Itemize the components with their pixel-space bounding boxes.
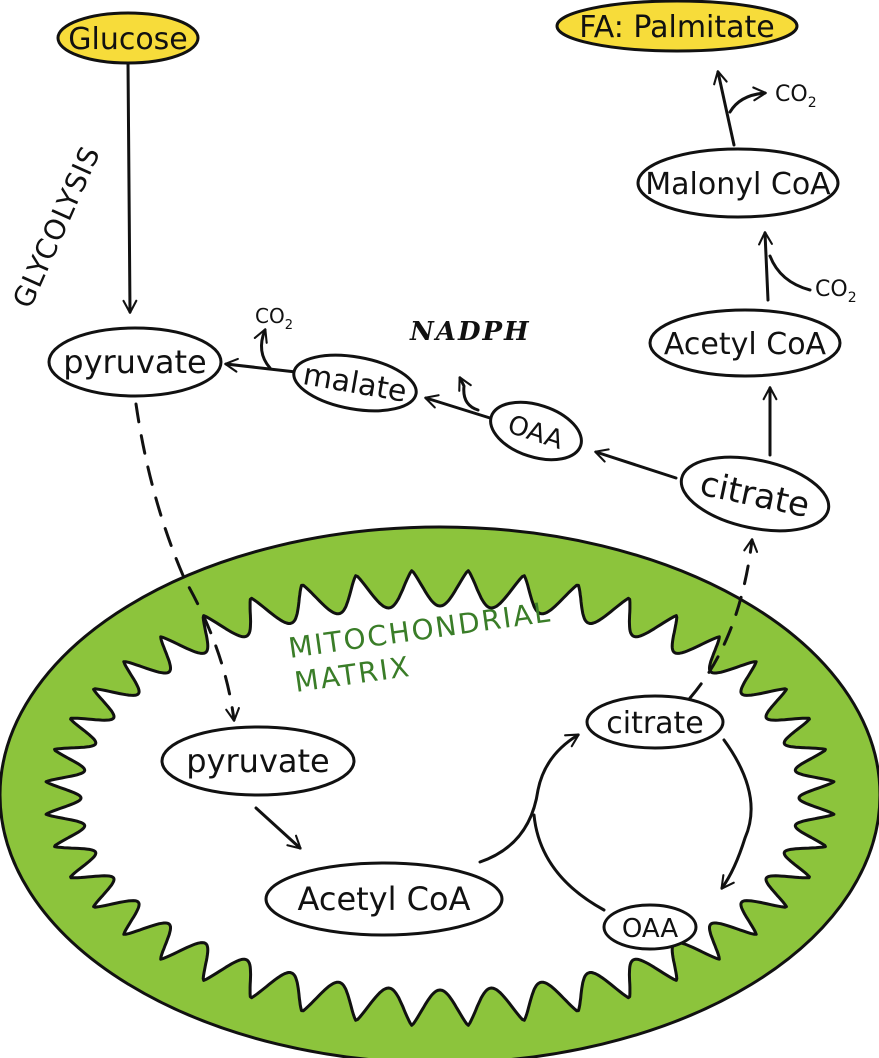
acetyl-coa-cyto-label: Acetyl CoA: [664, 327, 827, 362]
malate-to-pyruvate-arrow: [226, 364, 296, 372]
node-fa-palmitate: FA: Palmitate: [557, 1, 797, 51]
node-oaa-cyto: OAA: [483, 392, 588, 471]
pyruvate-cyto-label: pyruvate: [63, 343, 206, 381]
glucose-label: Glucose: [68, 22, 188, 57]
acetyl-coa-to-malonyl-coa-arrow: [765, 233, 768, 300]
glycolysis-label: GLYCOLYSIS: [6, 141, 107, 313]
node-pyruvate-cyto: pyruvate: [49, 328, 221, 396]
glycolysis-arrow: [128, 62, 130, 312]
malonyl-coa-label: Malonyl CoA: [645, 167, 831, 202]
node-malonyl-coa: Malonyl CoA: [638, 149, 838, 217]
svg-text:CO2: CO2: [255, 304, 293, 333]
mitochondrion: [0, 527, 879, 1058]
co2-input-arrow: [770, 256, 810, 290]
co2-label-palmitate: CO2: [775, 82, 817, 111]
svg-text:CO2: CO2: [815, 277, 857, 306]
node-citrate-cyto: citrate: [675, 445, 836, 543]
node-acetyl-coa-mito: Acetyl CoA: [266, 863, 502, 935]
malate-co2-release-arrow: [261, 330, 270, 368]
node-malate: malate: [289, 347, 420, 420]
fa-palmitate-label: FA: Palmitate: [579, 10, 775, 45]
nadph-release-arrow: [460, 378, 478, 410]
node-pyruvate-mito: pyruvate: [162, 727, 354, 795]
node-glucose: Glucose: [58, 13, 198, 63]
co2-label-acetyl: CO2: [815, 277, 857, 306]
svg-text:CO2: CO2: [775, 82, 817, 111]
co2-label-malate: CO2: [255, 304, 293, 333]
citrate-to-oaa-arrow: [596, 452, 676, 478]
pyruvate-mito-label: pyruvate: [186, 742, 329, 780]
node-oaa-mito: OAA: [604, 905, 696, 949]
nadph-label: NADPH: [409, 317, 531, 347]
palmitate-co2-release-arrow: [730, 93, 765, 112]
node-citrate-mito: citrate: [587, 696, 723, 748]
acetyl-coa-mito-label: Acetyl CoA: [298, 880, 471, 918]
node-acetyl-coa-cyto: Acetyl CoA: [650, 310, 840, 376]
citrate-mito-label: citrate: [606, 706, 704, 741]
oaa-mito-label: OAA: [622, 914, 679, 944]
oaa-to-malate-arrow: [426, 398, 490, 418]
